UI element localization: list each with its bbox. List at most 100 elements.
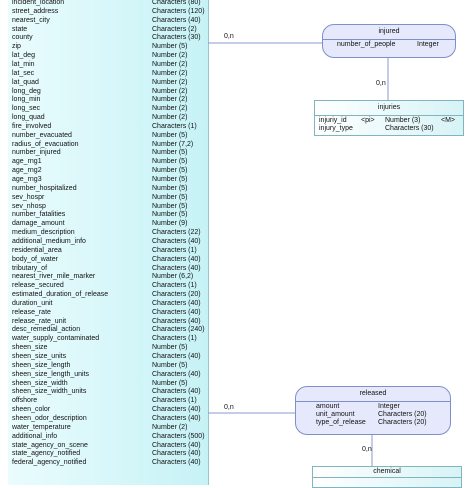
table-row: county Characters (30): [12, 34, 208, 42]
table-row-attribute-name: residential_area: [12, 246, 62, 254]
table-row-attribute-type: Characters (1): [152, 282, 197, 290]
table-row-attribute-name: radius_of_evacuation: [12, 140, 79, 148]
injuries-title: injuries: [315, 101, 463, 116]
table-row-attribute-type: Characters (40): [152, 255, 201, 263]
table-row-attribute-name: estimated_duration_of_release: [12, 291, 109, 299]
table-row-attribute-type: Number (5): [152, 167, 188, 175]
table-row-attribute-type: Characters (2): [152, 25, 197, 33]
table-row-attribute-name: age_rng2: [12, 167, 42, 175]
table-row-attribute-name: sheen_color: [12, 406, 51, 414]
table-row-attribute-type: Number (5): [152, 149, 188, 157]
table-row-attribute-type: Characters (30): [152, 34, 201, 42]
table-row: tributary_of Characters (40): [12, 265, 208, 273]
table-row-attribute-name: sheen_size_length_units: [12, 370, 90, 378]
table-row-attribute-type: Characters (40): [152, 459, 201, 467]
released-title: released: [296, 387, 450, 402]
chemical-title: chemical: [313, 467, 461, 478]
table-row-attribute-name: lat_sec: [12, 69, 35, 77]
table-row-attribute-name: release_secured: [12, 282, 64, 290]
table-row-attribute-type: Characters (20): [152, 291, 201, 299]
table-row-attribute-type: Number (5): [152, 43, 188, 51]
table-row: additional_info Characters (500): [12, 433, 208, 441]
table-row-attribute-name: state_agency_on_scene: [12, 441, 88, 449]
table-row-attribute-type: Characters (40): [152, 406, 201, 414]
table-row-attribute-type: Characters (22): [152, 229, 201, 237]
table-row-attribute-type: Number (2): [152, 96, 188, 104]
table-row-attribute-type: Characters (240): [152, 326, 205, 334]
table-row-attribute-type: Number (2): [152, 423, 188, 431]
table-row-attribute-type: Characters (40): [152, 299, 201, 307]
table-row-attribute-name: release_rate_unit: [12, 317, 67, 325]
table-row-attribute-type: Characters (40): [152, 16, 201, 24]
injuries-row-1-type: Number (3): [385, 117, 421, 124]
table-row-attribute-type: Number (2): [152, 60, 188, 68]
table-row-attribute-name: lat_quad: [12, 78, 39, 86]
table-row-attribute-name: zip: [12, 43, 21, 51]
table-row-attribute-type: Number (7,2): [152, 140, 194, 148]
released-row-3-name: type_of_release: [316, 419, 366, 426]
table-row-attribute-type: Characters (40): [152, 264, 201, 272]
injuries-entity[interactable]: injuries injuriy_id <pi> Number (3) <M> …: [314, 100, 464, 136]
table-row-attribute-type: Number (5): [152, 379, 188, 387]
table-row-attribute-name: duration_unit: [12, 299, 53, 307]
table-row-attribute-name: age_rng3: [12, 176, 42, 183]
table-row-attribute-type: Number (5): [152, 158, 188, 166]
table-row-attribute-type: Characters (500): [152, 432, 205, 440]
table-row-attribute-name: number_evacuated: [12, 131, 72, 139]
table-row-attribute-name: water_supply_contaminated: [12, 335, 100, 343]
table-row-attribute-name: additional_info: [12, 432, 58, 440]
injured-attr-type: Integer: [417, 41, 439, 48]
table-row-attribute-type: Characters (40): [152, 308, 201, 316]
injuries-row-1-flag: <M>: [441, 117, 456, 124]
table-row-attribute-name: long_sec: [12, 105, 41, 113]
table-row: number_fatalities Number (5): [12, 211, 208, 219]
injured-relationship[interactable]: injured number_of_people Integer: [322, 24, 456, 58]
table-row-attribute-type: Characters (1): [152, 122, 197, 130]
table-row-attribute-type: Number (2): [152, 87, 188, 95]
table-row-attribute-name: nearest_city: [12, 16, 50, 24]
injuries-row-2-type: Characters (30): [385, 125, 434, 132]
table-row-attribute-name: sheen_size: [12, 344, 48, 352]
table-row-attribute-type: Number (2): [152, 52, 188, 60]
table-row-attribute-name: number_fatalities: [12, 211, 66, 219]
table-row-attribute-type: Number (5): [152, 344, 188, 352]
table-row-attribute-type: Characters (40): [152, 317, 201, 325]
table-row-attribute-name: tributary_of: [12, 264, 48, 272]
table-row-attribute-name: county: [12, 34, 33, 42]
table-row-attribute-name: sev_hospr: [12, 193, 45, 201]
table-row-attribute-type: Characters (40): [152, 370, 201, 378]
table-row-attribute-type: Number (5): [152, 202, 188, 210]
table-row: age_rng2 Number (5): [12, 167, 208, 175]
table-row: sev_hospr Number (5): [12, 194, 208, 202]
injuries-row-1-key: <pi>: [361, 117, 375, 124]
table-row: sheen_size_length_units Characters (40): [12, 371, 208, 379]
table-row-attribute-type: Number (5): [152, 193, 188, 201]
table-row-attribute-type: Number (5): [152, 211, 188, 219]
chemical-entity[interactable]: chemical: [312, 466, 462, 488]
table-row-attribute-name: number_hospitalized: [12, 184, 77, 192]
table-row: estimated_duration_of_release Characters …: [12, 291, 208, 299]
table-row: release_secured Characters (1): [12, 282, 208, 290]
table-row: zip Number (5): [12, 43, 208, 51]
table-row-attribute-type: Characters (80): [152, 0, 201, 6]
released-relationship[interactable]: released amount Integer unit_amount Char…: [295, 386, 451, 435]
